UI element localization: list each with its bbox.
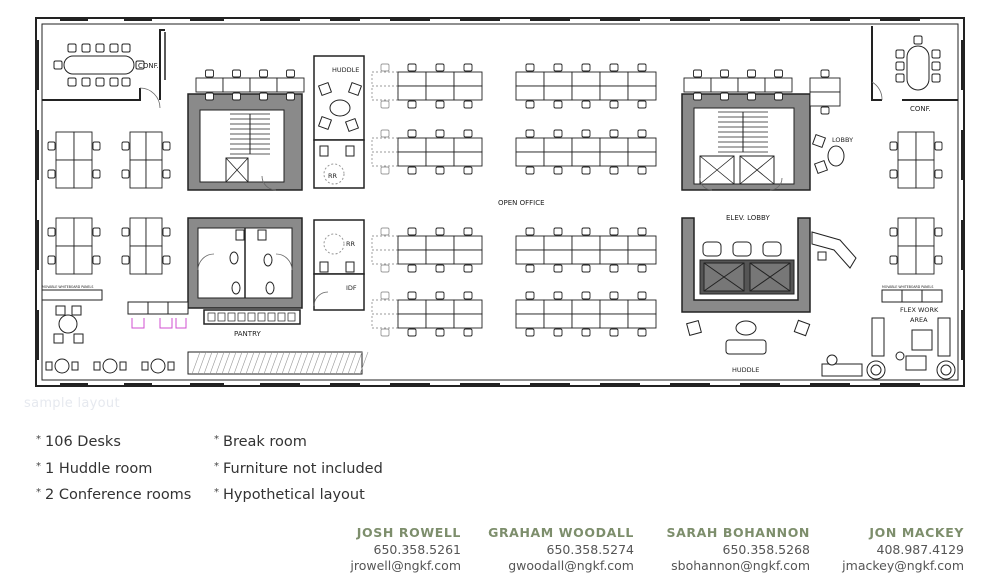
conf-left-label: CONF.	[138, 62, 159, 70]
desk-cluster	[371, 227, 399, 273]
elevator-core: ELEV. LOBBY	[681, 93, 811, 222]
contact-email[interactable]: sbohannon@ngkf.com	[671, 558, 810, 573]
desk-cluster	[371, 129, 399, 175]
desk-cluster	[195, 69, 305, 101]
desk-cluster	[515, 291, 657, 337]
open-office-label: OPEN OFFICE	[498, 199, 545, 207]
contact-graham-woodall: GRAHAM WOODALL 650.358.5274 gwoodall@ngk…	[488, 525, 634, 574]
pantry: PANTRY	[127, 301, 369, 375]
contact-email[interactable]: gwoodall@ngkf.com	[508, 558, 634, 573]
contact-name: SARAH BOHANNON	[666, 525, 810, 540]
sample-layout-caption: sample layout	[24, 396, 120, 411]
left-lounge: MOVABLE WHITEBOARD PANELS	[41, 285, 175, 374]
pantry-label: PANTRY	[234, 330, 261, 338]
movable-right-label: MOVABLE WHITEBOARD PANELS	[882, 285, 933, 289]
contact-phone[interactable]: 408.987.4129	[876, 542, 964, 557]
elev-lobby-label: ELEV. LOBBY	[726, 214, 770, 222]
flex-area-label: AREA	[910, 316, 928, 324]
notes-column-2: *Break room *Furniture not included *Hyp…	[214, 428, 383, 508]
conf-right-label: CONF.	[910, 105, 931, 113]
contact-jon-mackey: JON MACKEY 408.987.4129 jmackey@ngkf.com	[842, 525, 964, 574]
desk-cluster	[397, 129, 483, 175]
elevator-bank	[681, 217, 811, 313]
desk-cluster	[371, 63, 399, 109]
desk-cluster	[809, 69, 841, 115]
note-item: *Furniture not included	[214, 460, 383, 477]
movable-left-label: MOVABLE WHITEBOARD PANELS	[42, 285, 93, 289]
desk-cluster	[371, 291, 399, 337]
desk-cluster	[47, 131, 101, 189]
contact-name: GRAHAM WOODALL	[488, 525, 634, 540]
contact-name: JOSH ROWELL	[356, 525, 461, 540]
contact-sarah-bohannon: SARAH BOHANNON 650.358.5268 sbohannon@ng…	[667, 525, 811, 574]
note-item: *1 Huddle room	[36, 460, 153, 477]
contact-phone[interactable]: 650.358.5274	[546, 542, 634, 557]
contact-phone[interactable]: 650.358.5261	[373, 542, 461, 557]
desk-cluster	[397, 63, 483, 109]
desk-cluster	[889, 131, 943, 189]
desk-clusters	[47, 63, 943, 337]
idf-label: IDF	[346, 284, 357, 292]
restroom-bottom: RR	[313, 219, 365, 275]
notes-column-1: *106 Desks *1 Huddle room *2 Conference …	[36, 428, 191, 508]
huddle-top-label: HUDDLE	[332, 66, 359, 74]
conference-room-right: CONF.	[871, 26, 958, 113]
note-item: *Break room	[214, 434, 307, 450]
flex-work-label: FLEX WORK	[900, 306, 939, 314]
restroom-core-left	[187, 217, 303, 309]
desk-cluster	[889, 217, 943, 275]
conference-room-left: CONF.	[42, 29, 166, 109]
contact-josh-rowell: JOSH ROWELL 650.358.5261 jrowell@ngkf.co…	[350, 525, 461, 574]
desk-cluster	[397, 227, 483, 273]
desk-cluster	[121, 131, 171, 189]
desk-cluster	[515, 227, 657, 273]
desk-cluster	[515, 129, 657, 175]
huddle-bottom-label: HUDDLE	[732, 366, 759, 374]
desk-cluster	[121, 217, 171, 275]
note-item: *106 Desks	[36, 434, 121, 450]
huddle-top: HUDDLE	[313, 55, 365, 141]
desk-cluster	[515, 63, 657, 109]
contact-email[interactable]: jrowell@ngkf.com	[350, 558, 461, 573]
huddle-bottom: HUDDLE	[686, 319, 811, 374]
lobby-label: LOBBY	[832, 136, 853, 144]
note-item: *Hypothetical layout	[214, 487, 365, 503]
stair-core-left	[187, 93, 303, 191]
rr-top-label: RR	[328, 172, 338, 180]
rr-bottom-label: RR	[346, 240, 356, 248]
flex-work-area: MOVABLE WHITEBOARD PANELS FLEX WORK AREA	[821, 285, 956, 380]
window-bands	[35, 17, 965, 387]
restroom-top: RR	[313, 139, 365, 189]
contact-email[interactable]: jmackey@ngkf.com	[842, 558, 964, 573]
desk-cluster	[397, 291, 483, 337]
desk-cluster	[47, 217, 101, 275]
contact-phone[interactable]: 650.358.5268	[722, 542, 810, 557]
desk-cluster	[683, 69, 793, 101]
idf-room: IDF	[313, 273, 365, 311]
floor-plan: CONF. CONF. HUDDLE RR	[35, 17, 965, 387]
note-item: *2 Conference rooms	[36, 487, 192, 503]
contact-name: JON MACKEY	[869, 525, 964, 540]
lobby: LOBBY	[811, 133, 857, 269]
